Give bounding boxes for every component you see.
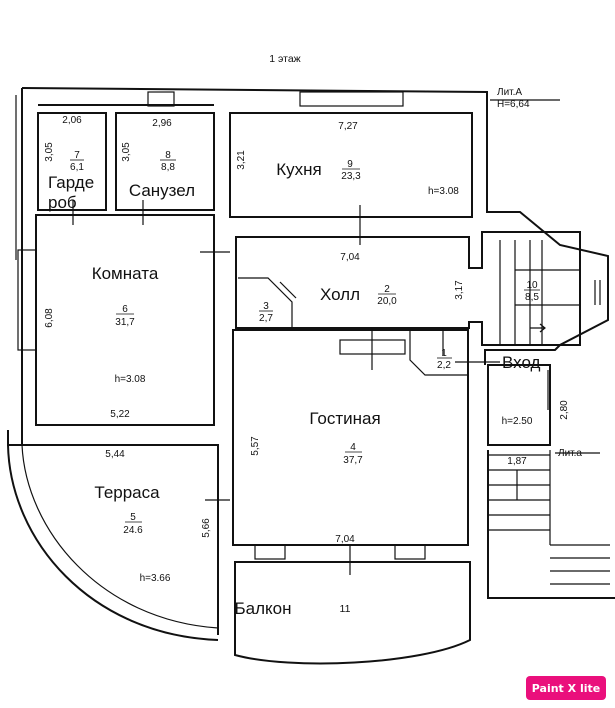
floor-title: 1 этаж — [269, 53, 300, 65]
window — [147, 91, 175, 107]
dim-width: 7,04 — [335, 534, 355, 545]
dim-width: 2,96 — [152, 118, 172, 129]
room-name: Гостиная — [309, 409, 380, 428]
room-kitchen-outline — [229, 112, 473, 218]
dim-width: 2,06 — [62, 115, 82, 126]
room-stairs: 10 8,5 — [524, 280, 540, 303]
dim-height: 5,57 — [250, 436, 261, 456]
room-balkon: Балкон 11 — [234, 599, 350, 618]
dim-width: 7,04 — [340, 252, 360, 263]
room-area: 8,5 — [525, 292, 539, 303]
room-area: 2,7 — [259, 313, 273, 324]
room-number: 1 — [441, 348, 447, 359]
room-kuhnya: 7,27 3,21 Кухня 9 23,3 h=3.08 — [236, 121, 459, 197]
room-number: 3 — [263, 301, 269, 312]
ceiling-height: h=3.08 — [428, 186, 459, 197]
room-name: Кухня — [276, 160, 322, 179]
room-area: 20,0 — [377, 296, 397, 307]
ceiling-height: h=2.50 — [502, 416, 533, 427]
dim-width: 1,87 — [507, 456, 527, 467]
room-area: 23,3 — [341, 171, 361, 182]
watermark-badge: Paint X lite — [526, 676, 606, 700]
dim-height: 3,17 — [454, 280, 465, 300]
room-number: 6 — [122, 304, 128, 315]
room-vhod-outline — [487, 364, 551, 446]
walls — [7, 87, 615, 665]
room-sanuzel: 2,96 3,05 8 8,8 Санузел — [121, 118, 195, 200]
lit-a-height: H=6,64 — [497, 99, 530, 110]
lit-a-small-label: Лит.а — [558, 448, 582, 459]
room-number: 2 — [384, 284, 390, 295]
room-number: 8 — [165, 150, 171, 161]
room-name: Гарде — [48, 173, 94, 192]
dim-height: 6,08 — [44, 308, 55, 328]
room-name: Холл — [320, 285, 360, 304]
room-terrasa: 5,44 Терраса 5 24.6 5,66 h=3.66 — [94, 449, 212, 584]
room-gostinaya: Гостиная 4 37,7 5,57 7,04 — [250, 409, 381, 545]
room-area: 2,2 — [437, 360, 451, 371]
room-garderob: 2,06 3,05 7 6,1 Гарде роб — [44, 115, 94, 212]
room-number: 7 — [74, 150, 80, 161]
room-balkon-outline — [234, 561, 471, 665]
dim-height: 3,05 — [44, 142, 55, 162]
room-hall-outline — [235, 231, 581, 346]
room-area: 24.6 — [123, 525, 143, 536]
vestibule-outline — [409, 330, 468, 376]
room-area: 8,8 — [161, 162, 175, 173]
room-number: 5 — [130, 512, 136, 523]
room-name: Балкон — [234, 599, 291, 618]
dim-width: 5,22 — [110, 409, 130, 420]
lit-a-label: Лит.А — [497, 87, 522, 98]
room-number: 4 — [350, 442, 356, 453]
room-garderob-outline — [37, 112, 107, 211]
window — [17, 249, 37, 351]
ceiling-height: h=3.66 — [140, 573, 171, 584]
room-area: 31,7 — [115, 317, 135, 328]
dim-width: 5,44 — [105, 449, 125, 460]
room-number: 9 — [347, 159, 353, 170]
room-gostinaya-outline — [232, 329, 469, 546]
outdoor-stairs — [487, 450, 615, 599]
room-name: роб — [48, 193, 77, 212]
room-area: 37,7 — [343, 455, 363, 466]
terrace-arc — [7, 444, 219, 641]
room-holl: 7,04 3,17 Холл 2 20,0 3 2,7 — [259, 252, 465, 324]
dim-height: 2,80 — [559, 400, 570, 420]
room-name: Комната — [92, 264, 159, 283]
room-name: Терраса — [94, 483, 160, 502]
room-number: 10 — [526, 280, 538, 291]
room-vhod: 1 2,2 Вход 2,80 h=2.50 1,87 — [437, 348, 570, 467]
room-name: Вход — [502, 353, 541, 372]
room-name: Санузел — [129, 181, 195, 200]
closet-outline — [238, 277, 293, 328]
dim-height: 5,66 — [201, 518, 212, 538]
dim-height: 3,05 — [121, 142, 132, 162]
window — [299, 91, 404, 107]
dim-width: 7,27 — [338, 121, 358, 132]
room-number: 11 — [340, 603, 351, 615]
dim-height: 3,21 — [236, 150, 247, 170]
room-sanuzel-outline — [115, 112, 215, 211]
room-komnata: Комната 6 31,7 6,08 h=3.08 5,22 — [44, 264, 159, 420]
room-area: 6,1 — [70, 162, 84, 173]
staircase — [499, 240, 601, 345]
ceiling-height: h=3.08 — [115, 374, 146, 385]
